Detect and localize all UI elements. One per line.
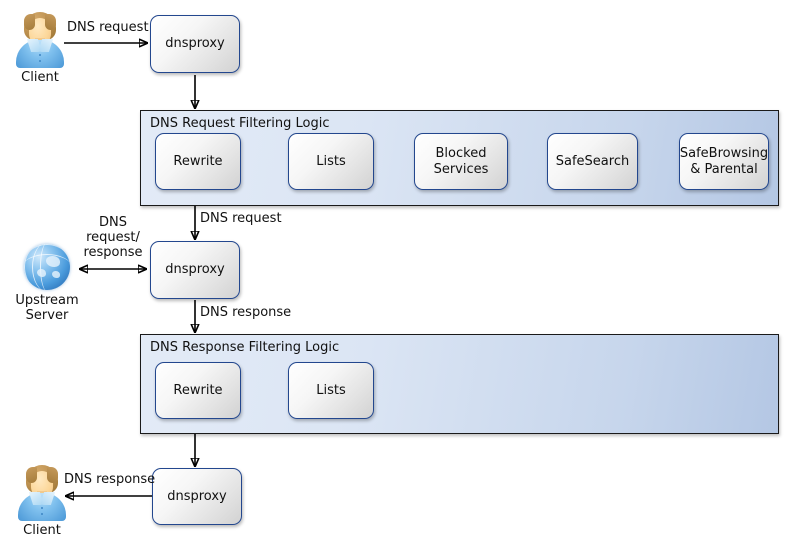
node-dnsproxy-middle[interactable]: dnsproxy — [150, 241, 240, 299]
stage-lists-response[interactable]: Lists — [288, 362, 374, 419]
edge-label-proxy-to-client: DNS response — [64, 472, 156, 487]
stage-lists-request[interactable]: Lists — [288, 133, 374, 190]
node-dnsproxy-bottom[interactable]: dnsproxy — [152, 468, 242, 525]
stage-safebrowsing-parental[interactable]: SafeBrowsing & Parental — [679, 133, 769, 190]
stage-rewrite-response[interactable]: Rewrite — [155, 362, 241, 419]
edge-label-proxy-to-request-filter: DNS request — [200, 211, 282, 226]
stage-rewrite-request[interactable]: Rewrite — [155, 133, 241, 190]
edge-label-upstream-exchange: DNS request/ response — [83, 215, 143, 260]
stage-safesearch[interactable]: SafeSearch — [547, 133, 638, 190]
user-icon — [14, 12, 66, 68]
group-title-request-filtering: DNS Request Filtering Logic — [150, 116, 330, 131]
actor-label-upstream-server: Upstream Server — [15, 293, 79, 323]
globe-icon — [24, 244, 70, 290]
stage-blocked-services[interactable]: Blocked Services — [414, 133, 508, 190]
actor-label-client-top: Client — [21, 70, 59, 85]
actor-label-client-bottom: Client — [23, 523, 61, 538]
node-dnsproxy-top[interactable]: dnsproxy — [150, 15, 240, 73]
group-response-filtering: DNS Response Filtering Logic — [140, 334, 779, 434]
edge-label-client-to-proxy: DNS request — [67, 20, 149, 35]
user-icon — [16, 465, 68, 521]
edge-label-proxy-to-response-filter: DNS response — [200, 305, 292, 320]
group-title-response-filtering: DNS Response Filtering Logic — [150, 340, 340, 355]
